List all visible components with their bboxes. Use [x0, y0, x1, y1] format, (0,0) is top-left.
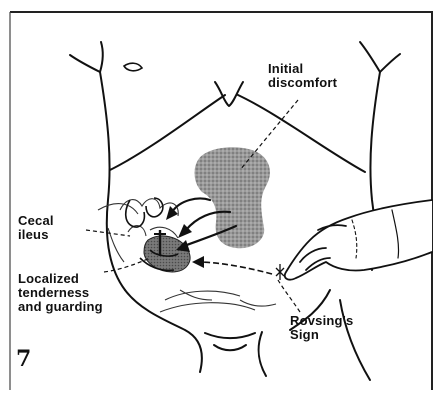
label-rovsing-line1: Rovsing's — [290, 314, 353, 328]
examiner-hand — [285, 200, 432, 280]
label-rovsing-line2: Sign — [290, 328, 353, 342]
label-localized-line3: and guarding — [18, 300, 103, 314]
label-initial-discomfort: Initial discomfort — [268, 62, 337, 90]
hand-pressure-mark — [276, 264, 284, 280]
shoulder-mark — [124, 63, 142, 71]
label-localized-line1: Localized — [18, 272, 103, 286]
label-cecal-line1: Cecal — [18, 214, 54, 228]
label-cecal-ileus: Cecal ileus — [18, 214, 54, 242]
leader-rovsing — [278, 280, 300, 312]
label-rovsings-sign: Rovsing's Sign — [290, 314, 353, 342]
label-initial-line2: discomfort — [268, 76, 337, 90]
initial-discomfort-region — [195, 147, 270, 248]
label-initial-line1: Initial — [268, 62, 337, 76]
leader-initial-discomfort — [240, 100, 298, 170]
rovsing-arrow — [196, 262, 272, 274]
figure-number: 7 — [16, 348, 31, 370]
label-localized-line2: tenderness — [18, 286, 103, 300]
rovsing-arrow-head — [192, 256, 204, 268]
label-cecal-line2: ileus — [18, 228, 54, 242]
label-localized-tenderness: Localized tenderness and guarding — [18, 272, 103, 314]
